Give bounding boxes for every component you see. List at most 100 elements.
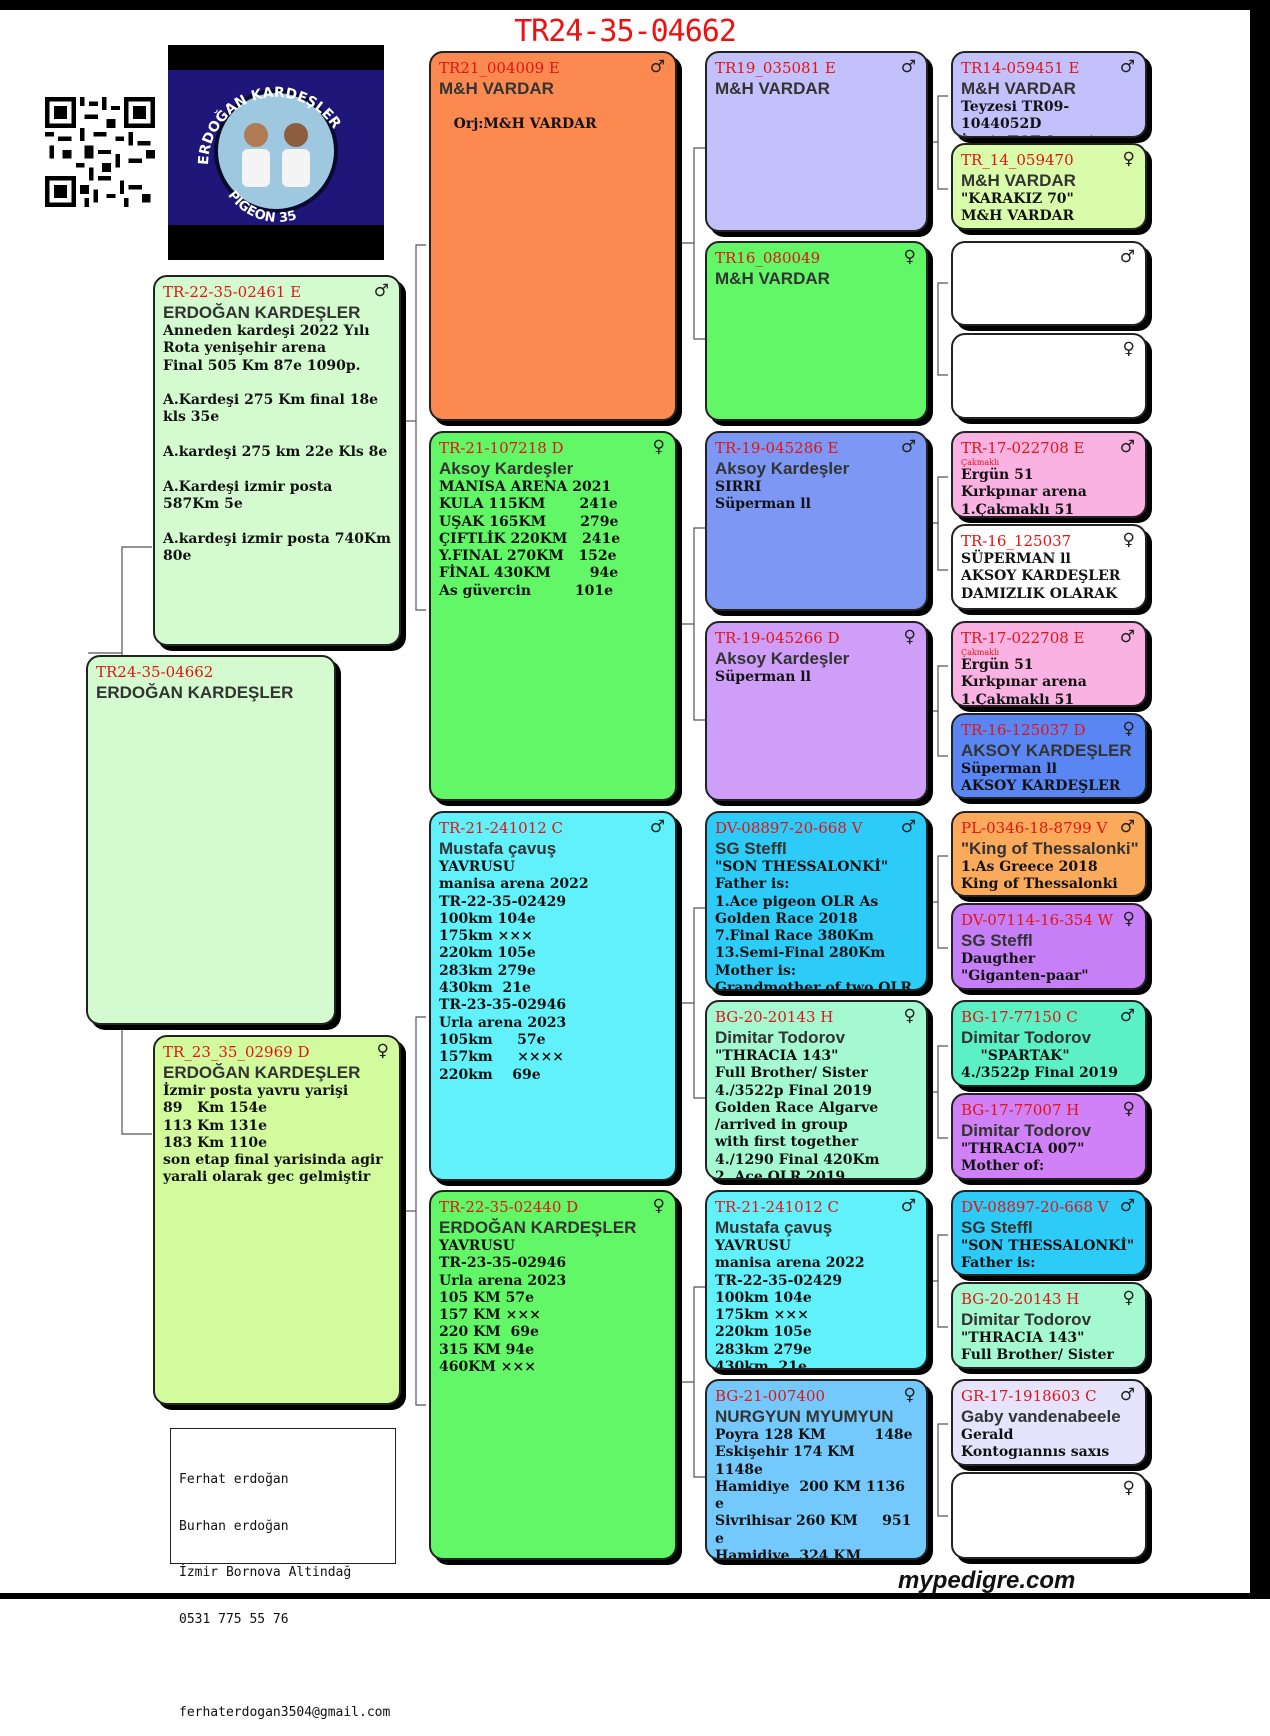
ring-number: TR24-35-04662: [96, 663, 214, 681]
pigeon-card-gen4-6[interactable]: ♀ TR-16_125037 SÜPERMAN ll AKSOY KARDEŞL…: [951, 524, 1147, 610]
pigeon-card-gen4-2[interactable]: ♀ TR_14_059470 M&H VARDAR "KARAKIZ 70" M…: [951, 143, 1147, 230]
qr-code[interactable]: [45, 97, 155, 207]
pigeon-card-subject[interactable]: TR24-35-04662 ERDOĞAN KARDEŞLER: [86, 655, 336, 1025]
owner-name: Aksoy Kardeşler: [715, 649, 850, 668]
pigeon-card-gen4-10[interactable]: ♀ DV-07114-16-354 W SG Steffl Daugther "…: [951, 903, 1147, 990]
pigeon-card-sire-sire[interactable]: ♂ TR21_004009 E M&H VARDAR Orj:M&H VARDA…: [429, 51, 677, 421]
ring-number: PL-0346-18-8799 V: [961, 819, 1108, 837]
pigeon-card-dam[interactable]: ♀ TR_23_35_02969 D ERDOĞAN KARDEŞLER İzm…: [153, 1035, 401, 1405]
owner-name: Dimitar Todorov: [961, 1028, 1092, 1047]
pigeon-card-dam-sire[interactable]: ♂ TR-21-241012 C Mustafa çavuş YAVRUSU m…: [429, 811, 677, 1181]
pigeon-card-gen4-9[interactable]: ♂ PL-0346-18-8799 V "King of Thessalonki…: [951, 811, 1147, 897]
pigeon-card-gen4-1[interactable]: ♂ TR14-059451 E M&H VARDAR Teyzesi TR09-…: [951, 51, 1147, 138]
bottom-border: [0, 1593, 1270, 1599]
female-icon: ♀: [376, 1041, 389, 1061]
male-icon: ♂: [1119, 627, 1135, 647]
pigeon-card-gen3-8[interactable]: ♀ BG-21-007400 NURGYUN MYUMYUN Poyra 128…: [705, 1379, 928, 1560]
owner-name: NURGYUN MYUMYUN: [715, 1407, 894, 1426]
owner-name: Dimitar Todorov: [715, 1028, 846, 1047]
pigeon-card-gen3-3[interactable]: ♂ TR-19-045286 E Aksoy Kardeşler SIRRI S…: [705, 431, 928, 611]
ring-number: TR_23_35_02969 D: [163, 1043, 310, 1061]
ring-number: BG-17-77150 C: [961, 1008, 1078, 1026]
male-icon: ♂: [900, 437, 916, 457]
owner-name: Mustafa çavuş: [439, 839, 557, 858]
pigeon-card-gen3-1[interactable]: ♂ TR19_035081 E M&H VARDAR: [705, 51, 928, 232]
male-icon: ♂: [900, 57, 916, 77]
pigeon-card-dam-dam[interactable]: ♀ TR-22-35-02440 D ERDOĞAN KARDEŞLER YAV…: [429, 1190, 677, 1560]
owner-name: Dimitar Todorov: [961, 1310, 1092, 1329]
pigeon-notes: "SON THESSALONKİ" Father is: 1.Ace pigeo…: [715, 859, 912, 991]
female-icon: ♀: [1122, 339, 1135, 359]
pigeon-notes: YAVRUSU TR-23-35-02946 Urla arena 2023 1…: [439, 1238, 567, 1376]
ring-number: TR-17-022708 E: [961, 629, 1085, 647]
pigeon-notes: İzmir posta yavru yarişi 89 Km 154e 113 …: [163, 1083, 383, 1186]
female-icon: ♀: [1122, 1099, 1135, 1119]
female-icon: ♀: [652, 437, 665, 457]
owner-name: M&H VARDAR: [715, 79, 830, 98]
owner-name: ERDOĞAN KARDEŞLER: [163, 303, 361, 322]
female-icon: ♀: [1122, 1288, 1135, 1308]
female-icon: ♀: [903, 247, 916, 267]
owner-name: M&H VARDAR: [961, 79, 1076, 98]
pigeon-notes: Süperman ll: [715, 669, 811, 685]
pigeon-card-gen3-4[interactable]: ♀ TR-19-045266 D Aksoy Kardeşler Süperma…: [705, 621, 928, 801]
pigeon-card-gen4-16[interactable]: ♀: [951, 1472, 1147, 1559]
footer-brand[interactable]: mypedigre.com: [898, 1567, 1076, 1594]
pigeon-card-gen3-5[interactable]: ♂ DV-08897-20-668 V SG Steffl "SON THESS…: [705, 811, 928, 991]
ring-number: TR-16-125037 D: [961, 721, 1086, 739]
owner-name: SG Steffl: [961, 1218, 1033, 1237]
pigeon-card-gen4-14[interactable]: ♀ BG-20-20143 H Dimitar Todorov "THRACIA…: [951, 1282, 1147, 1369]
ring-number: DV-07114-16-354 W: [961, 911, 1114, 929]
pigeon-notes: "THRACIA 007" Mother of:: [961, 1141, 1085, 1175]
contact-email[interactable]: ferhaterdogan3504@gmail.com: [179, 1704, 391, 1720]
pigeon-card-gen4-12[interactable]: ♀ BG-17-77007 H Dimitar Todorov "THRACIA…: [951, 1093, 1147, 1180]
owner-name: ERDOĞAN KARDEŞLER: [96, 683, 294, 702]
ring-number: TR-19-045266 D: [715, 629, 840, 647]
owner-name: Gaby vandenabeele: [961, 1407, 1121, 1426]
pigeon-notes: SÜPERMAN ll AKSOY KARDEŞLER DAMIZLIK OLA…: [961, 551, 1121, 602]
pigeon-card-gen3-2[interactable]: ♀ TR16_080049 M&H VARDAR: [705, 241, 928, 421]
contact-line: Ferhat erdoğan: [179, 1472, 289, 1487]
owner-name: "King of Thessalonki": [961, 839, 1139, 858]
male-icon: ♂: [1119, 57, 1135, 77]
pigeon-card-gen4-7[interactable]: ♂ TR-17-022708 E Çakmaklı Ergün 51 Kırkp…: [951, 621, 1147, 707]
pigeon-notes: MANISA ARENA 2021 KULA 115KM 241e UŞAK 1…: [439, 479, 621, 599]
male-icon: ♂: [1119, 1385, 1135, 1405]
ring-number: TR21_004009 E: [439, 59, 560, 77]
pigeon-notes: Anneden kardeşi 2022 Yılı Rota yenişehir…: [163, 323, 391, 564]
owner-name: M&H VARDAR: [439, 79, 554, 98]
pigeon-card-gen4-8[interactable]: ♀ TR-16-125037 D AKSOY KARDEŞLER Süperma…: [951, 713, 1147, 799]
top-border: [0, 0, 1270, 10]
owner-name: ERDOĞAN KARDEŞLER: [439, 1218, 637, 1237]
pigeon-card-gen4-11[interactable]: ♂ BG-17-77150 C Dimitar Todorov "SPARTAK…: [951, 1000, 1147, 1087]
pigeon-card-gen3-7[interactable]: ♂ TR-21-241012 C Mustafa çavuş YAVRUSU m…: [705, 1190, 928, 1370]
pigeon-card-gen4-5[interactable]: ♂ TR-17-022708 E Çakmaklı Ergün 51 Kırkp…: [951, 431, 1147, 518]
pigeon-card-gen3-6[interactable]: ♀ BG-20-20143 H Dimitar Todorov "THRACIA…: [705, 1000, 928, 1180]
pigeon-notes: Gerald Kontogıannıs saxıs: [961, 1427, 1110, 1461]
owner-name: Dimitar Todorov: [961, 1121, 1092, 1140]
ring-number: TR14-059451 E: [961, 59, 1080, 77]
pigeon-card-gen4-15[interactable]: ♂ GR-17-1918603 C Gaby vandenabeele Gera…: [951, 1379, 1147, 1466]
ring-number: TR-21-107218 D: [439, 439, 564, 457]
pigeon-notes: Daugther "Giganten-paar": [961, 951, 1089, 985]
owner-name: M&H VARDAR: [715, 269, 830, 288]
pedigree-title: TR24-35-04662: [514, 14, 737, 49]
pigeon-notes: Orj:M&H VARDAR: [453, 116, 597, 133]
pigeon-card-sire[interactable]: ♂ TR-22-35-02461 E ERDOĞAN KARDEŞLER Ann…: [153, 275, 401, 646]
pigeon-notes: "SON THESSALONKİ" Father is:: [961, 1238, 1135, 1272]
contact-line: Burhan erdoğan: [179, 1518, 289, 1534]
pigeon-card-gen4-13[interactable]: ♂ DV-08897-20-668 V SG Steffl "SON THESS…: [951, 1190, 1147, 1276]
pigeon-card-sire-dam[interactable]: ♀ TR-21-107218 D Aksoy Kardeşler MANISA …: [429, 431, 677, 801]
female-icon: ♀: [1122, 909, 1135, 929]
female-icon: ♀: [903, 1006, 916, 1026]
female-icon: ♀: [652, 1196, 665, 1216]
ring-number: TR16_080049: [715, 249, 821, 267]
ring-number: GR-17-1918603 C: [961, 1387, 1097, 1405]
female-icon: ♀: [1122, 719, 1135, 739]
loft-label: Çakmaklı: [961, 458, 1000, 467]
pigeon-card-gen4-4[interactable]: ♀: [951, 333, 1147, 419]
pigeon-card-gen4-3[interactable]: ♂: [951, 241, 1147, 326]
male-icon: ♂: [1119, 437, 1135, 457]
contact-phone: 0531 775 55 76: [179, 1611, 289, 1627]
pigeon-notes: Ergün 51 Kırkpınar arena 1.Çakmaklı 51: [961, 657, 1087, 707]
